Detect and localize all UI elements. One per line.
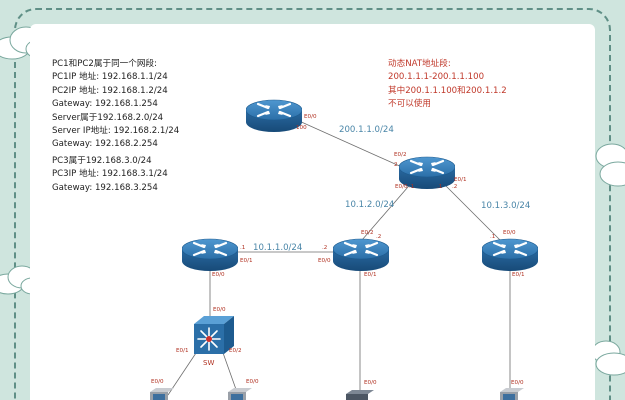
link-core-r3	[361, 179, 415, 241]
port-r3-e01: E0/1	[364, 272, 377, 278]
cloud-right-bottom	[591, 340, 625, 376]
port-core-2: 2	[394, 162, 398, 168]
router-r3[interactable]	[333, 238, 389, 272]
port-core-e02: E0/2	[394, 152, 407, 158]
port-r3-2: .2	[322, 245, 327, 251]
server[interactable]	[346, 390, 374, 400]
note-line: Gateway: 192.168.3.254	[52, 182, 158, 193]
port-r4-1: .1	[490, 234, 496, 240]
router-isp[interactable]	[246, 99, 302, 133]
nat-pool-notes: 动态NAT地址段: 200.1.1.1-200.1.1.100 其中200.1.…	[388, 58, 507, 112]
network-isp: 200.1.1.0/24	[339, 125, 394, 135]
note-line: PC3属于192.168.3.0/24	[52, 155, 152, 166]
port-r2-1: .1	[240, 245, 246, 251]
pc3[interactable]	[500, 388, 524, 400]
pc2[interactable]	[228, 388, 252, 400]
note-line: Server IP地址: 192.168.2.1/24	[52, 126, 180, 137]
link-isp-core	[287, 115, 405, 169]
lan-address-notes: PC1和PC2属于同一个网段: PC1IP 地址: 192.168.1.1/24…	[52, 58, 179, 195]
port-sw-e00: E0/0	[213, 307, 226, 313]
port-r2-e01: E0/1	[240, 258, 253, 264]
note-line: PC2IP 地址: 192.168.1.2/24	[52, 85, 168, 96]
diagram-card	[30, 24, 595, 400]
port-r3-e00: E0/0	[318, 258, 331, 264]
note-line: Gateway: 192.168.1.254	[52, 99, 158, 110]
page-frame	[14, 8, 611, 400]
port-pc3-e00: E0/0	[511, 380, 524, 386]
cloud-right-middle	[595, 143, 625, 187]
port-sw-e02: E0/2	[229, 348, 242, 354]
port-pc1-e00: E0/0	[151, 379, 164, 385]
link-switch-pc2	[221, 349, 239, 396]
nat-note-line: 200.1.1.1-200.1.1.100	[388, 72, 485, 83]
network-left-link: 10.1.1.0/24	[253, 243, 302, 253]
port-r3-2b: .2	[376, 234, 381, 240]
port-r3-e02: E0/2	[361, 230, 374, 236]
port-r4-e01: E0/1	[512, 272, 525, 278]
port-r2-e00: E0/0	[212, 272, 225, 278]
cloud-left-middle	[0, 265, 44, 295]
note-line: Gateway: 192.168.2.254	[52, 139, 158, 150]
note-line: PC1和PC2属于同一个网段:	[52, 59, 157, 69]
port-isp-100: 100	[296, 125, 307, 131]
port-server-e00: E0/0	[364, 380, 377, 386]
port-r4-e00: E0/0	[503, 230, 516, 236]
pc1[interactable]	[150, 388, 174, 400]
port-core-e01: E0/1	[454, 177, 467, 183]
link-core-r4	[439, 179, 501, 241]
nat-note-line: 不可以使用	[388, 99, 431, 110]
note-line: Server属于192.168.2.0/24	[52, 112, 164, 123]
switch-sw[interactable]	[194, 316, 234, 354]
note-line: PC3IP 地址: 192.168.3.1/24	[52, 169, 168, 180]
router-r2[interactable]	[182, 238, 238, 272]
switch-label: SW	[203, 359, 214, 367]
port-core-e00: E0/0	[395, 184, 408, 190]
note-line: PC1IP 地址: 192.168.1.1/24	[52, 72, 168, 83]
router-r4[interactable]	[482, 238, 538, 272]
port-pc2-e00: E0/0	[246, 379, 259, 385]
link-switch-pc1	[167, 349, 199, 396]
network-mid-link: 10.1.2.0/24	[345, 200, 394, 210]
port-core-1a: .1	[409, 184, 415, 190]
port-sw-e01: E0/1	[176, 348, 189, 354]
port-core-1b: .1	[437, 184, 443, 190]
nat-note-line: 动态NAT地址段:	[388, 59, 451, 69]
port-core-2b: .2	[452, 184, 457, 190]
port-isp-e00: E0/0	[304, 114, 317, 120]
nat-note-line: 其中200.1.1.100和200.1.1.2	[388, 85, 507, 96]
network-right-link: 10.1.3.0/24	[481, 201, 530, 211]
